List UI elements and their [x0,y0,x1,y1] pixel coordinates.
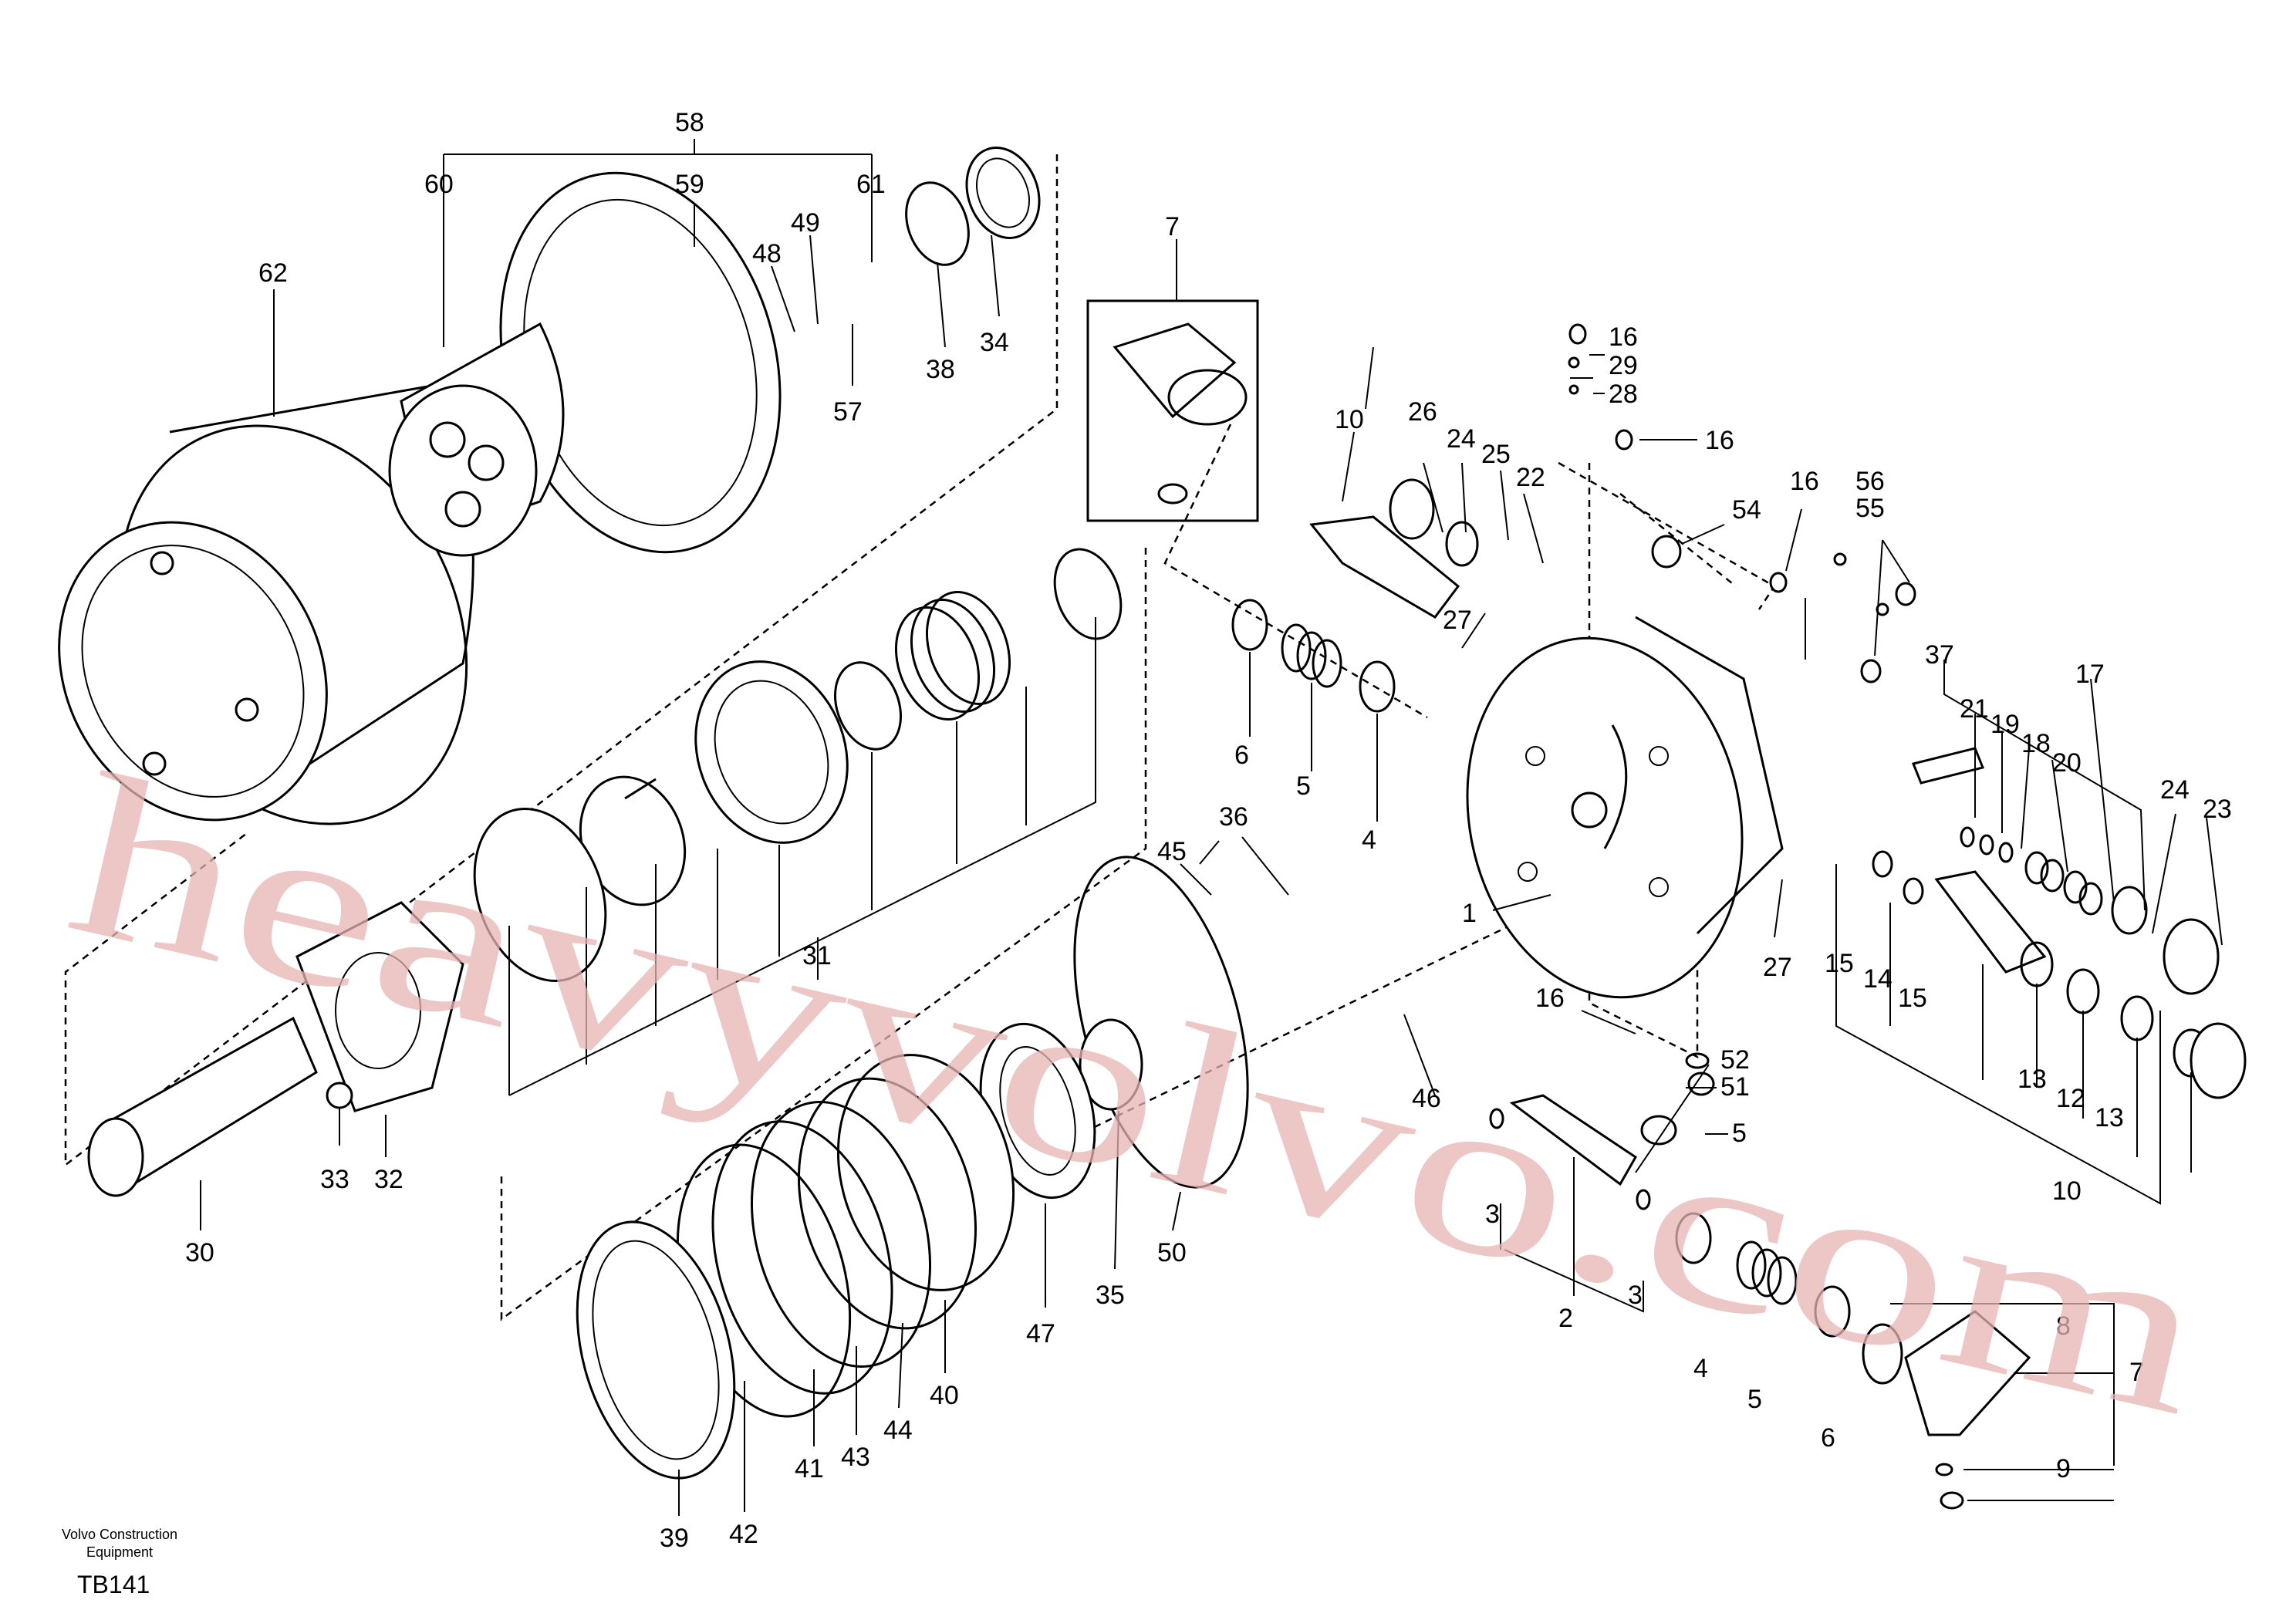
callout-24-top: 24 [1447,424,1476,454]
bearing-rings [905,147,1041,266]
callout-3-a: 3 [1485,1200,1500,1229]
callout-42: 42 [729,1520,758,1549]
flange-carrier [388,171,782,557]
callout-22: 22 [1516,463,1545,492]
callout-49: 49 [791,208,820,238]
callout-52: 52 [1720,1045,1750,1075]
callout-60: 60 [424,170,454,199]
callout-48: 48 [752,239,782,268]
callout-27-right: 27 [1763,953,1792,982]
callout-1: 1 [1462,899,1477,928]
callout-6-bottom: 6 [1821,1423,1835,1453]
callout-31: 31 [802,941,832,970]
callout-45: 45 [1157,837,1187,866]
callout-33: 33 [320,1165,349,1194]
callout-20: 20 [2052,748,2082,778]
callout-12: 12 [2056,1084,2085,1113]
callout-16-c: 16 [1790,467,1819,496]
gear-spring-group [473,548,1123,982]
callout-21: 21 [1960,694,1989,724]
final-drive-housing [58,384,474,825]
drawing-code: TB141 [77,1571,150,1598]
callout-24-right: 24 [2160,775,2190,805]
callout-8: 8 [2056,1311,2071,1341]
callout-35: 35 [1096,1281,1125,1310]
callout-34: 34 [980,328,1009,357]
callout-51: 51 [1720,1072,1750,1102]
spring-group-upper [1231,599,1396,713]
callout-27-top: 27 [1443,606,1472,635]
callout-46: 46 [1412,1084,1441,1113]
callout-labels: 58 60 59 61 49 48 57 38 34 62 7 16 29 28… [185,108,2232,1553]
callout-10: 10 [1335,405,1364,434]
motor-body [1466,616,1784,999]
sleeve-group-right [1872,850,2247,1099]
callout-39: 39 [660,1524,689,1553]
callout-19: 19 [1990,710,2020,739]
callout-2: 2 [1558,1304,1573,1333]
spring-group-lower [1675,1212,2031,1510]
callout-41: 41 [795,1454,824,1483]
callout-26: 26 [1408,397,1437,427]
callout-55: 55 [1855,494,1885,523]
callout-18: 18 [2021,729,2051,758]
callout-10-right: 10 [2052,1176,2082,1206]
callout-43: 43 [841,1443,870,1472]
callout-16-a: 16 [1609,322,1638,352]
brake-disc-stack [576,1054,1015,1480]
company-name-line2: Equipment [86,1544,153,1560]
callout-3-b: 3 [1628,1281,1643,1310]
callout-15-a: 15 [1825,949,1854,978]
callout-30: 30 [185,1238,214,1267]
callout-6-top: 6 [1234,741,1249,770]
callout-13-b: 13 [2095,1103,2124,1132]
callout-50: 50 [1157,1238,1187,1267]
callout-38: 38 [926,355,955,384]
callout-14: 14 [1863,964,1893,994]
callout-56: 56 [1855,467,1885,496]
callout-5-mid: 5 [1732,1119,1747,1148]
callout-7-bottom: 7 [2129,1358,2144,1387]
shaft-and-plate [87,901,464,1197]
callout-57: 57 [833,397,863,427]
callout-4-bottom: 4 [1693,1354,1708,1383]
callout-4-top: 4 [1362,825,1376,855]
callout-16-d: 16 [1535,984,1565,1013]
callout-29: 29 [1609,351,1638,380]
company-name-line1: Volvo Construction [62,1527,177,1542]
callout-17: 17 [2075,660,2105,689]
leader-lines [200,139,2223,1516]
cover-assembly-top [1086,299,1259,522]
callout-16-b: 16 [1705,426,1734,455]
callout-7-top: 7 [1165,212,1180,241]
callout-15-b: 15 [1898,984,1927,1013]
callout-23: 23 [2203,795,2232,824]
callout-59: 59 [675,170,704,199]
spool-shaft [1309,478,1479,619]
callout-9: 9 [2056,1454,2071,1483]
callout-40: 40 [930,1381,959,1410]
callout-62: 62 [258,258,288,288]
callout-58: 58 [675,108,704,137]
callout-36: 36 [1219,802,1248,832]
spring-group-right [1911,747,2148,935]
callout-28: 28 [1609,380,1638,409]
callout-54: 54 [1732,495,1761,525]
callout-61: 61 [856,170,886,199]
callout-44: 44 [883,1416,913,1445]
callout-37: 37 [1925,640,1954,670]
callout-13-a: 13 [2017,1065,2047,1094]
footer: Volvo Construction Equipment TB141 [62,1527,177,1598]
spool-lower [1489,1094,1651,1210]
callout-5-bottom: 5 [1747,1385,1762,1414]
callout-32: 32 [374,1165,403,1194]
callout-25: 25 [1481,440,1511,469]
small-plugs [1568,323,1916,1146]
callout-47: 47 [1026,1319,1055,1348]
callout-5-top: 5 [1296,771,1311,801]
part-shapes [58,147,2247,1510]
